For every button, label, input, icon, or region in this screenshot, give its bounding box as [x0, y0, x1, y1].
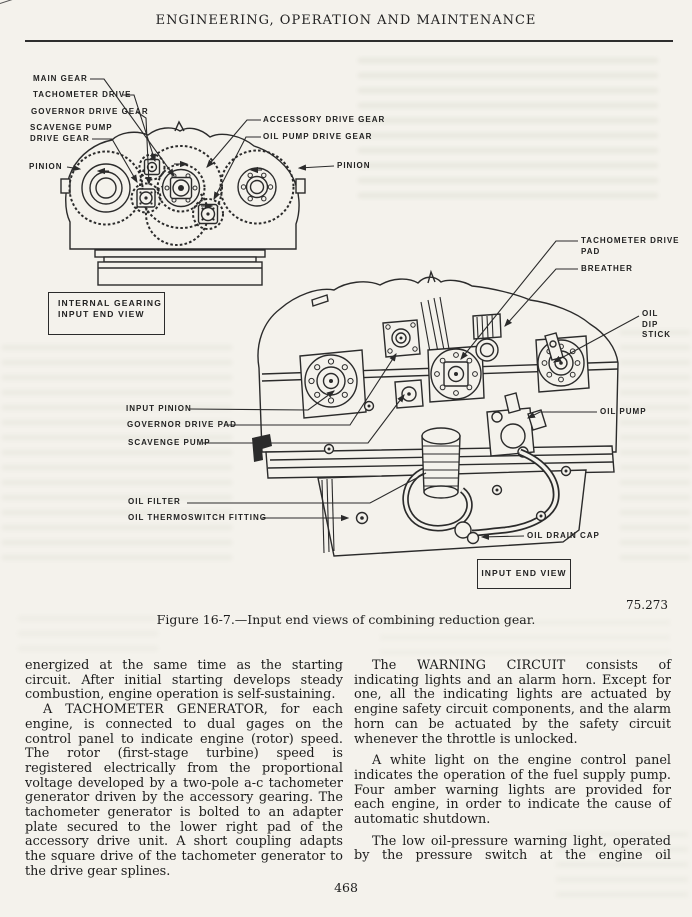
gear-pedestal [97, 261, 263, 286]
paragraph: energized at the same time as the starti… [25, 658, 343, 703]
callout-oil-pump: OIL PUMP [600, 407, 647, 416]
bleedthrough-text [556, 832, 688, 902]
pinion-left-gear [68, 150, 144, 226]
bleedthrough-text [620, 330, 690, 560]
callout-oil-drain-cap: OIL DRAIN CAP [527, 531, 600, 540]
oil-sump [317, 469, 587, 557]
bleedthrough-text [380, 620, 670, 660]
page-header-title: ENGINEERING, OPERATION AND MAINTENANCE [155, 13, 537, 28]
callout-oil-filter: OIL FILTER [128, 497, 181, 506]
main-gear [139, 145, 223, 229]
paragraph: A white light on the engine control pane… [354, 753, 671, 828]
callout-oil-pump-drive-gear: OIL PUMP DRIVE GEAR [263, 132, 373, 141]
input-end-view-diagram [187, 240, 640, 557]
internal-gearing-view-label: INTERNAL GEARING INPUT END VIEW [48, 292, 165, 335]
bolt-fittings [323, 400, 572, 522]
callout-tachometer-drive: TACHOMETER DRIVE [33, 90, 132, 99]
callout-oil-thermoswitch-fitting: OIL THERMOSWITCH FITTING [128, 513, 267, 522]
accessory-drive-gear [156, 163, 206, 213]
callout-pinion-right: PINION [337, 161, 371, 170]
callout-breather: BREATHER [581, 264, 633, 273]
pinion-right-gear [219, 149, 295, 225]
body-right-column: The WARNING CIRCUIT consists of indicati… [354, 658, 671, 864]
housing-ear-right [295, 178, 306, 194]
bleedthrough-text [18, 616, 158, 660]
photo-number: 75.273 [626, 598, 668, 612]
paragraph: A TACHOMETER GENERATOR, for each engine,… [25, 702, 343, 879]
callout-governor-drive-gear: GOVERNOR DRIVE GEAR [31, 107, 149, 116]
callout-accessory-drive-gear: ACCESSORY DRIVE GEAR [263, 115, 386, 124]
callout-scavenge-pump: SCAVENGE PUMP [128, 438, 211, 447]
page-number: 468 [334, 880, 358, 895]
callout-input-pinion: INPUT PINION [126, 404, 192, 413]
figure-caption: Figure 16-7.—Input end views of combinin… [156, 612, 536, 627]
bleedthrough-text [358, 58, 658, 208]
callout-governor-drive-pad: GOVERNOR DRIVE PAD [127, 420, 237, 429]
paragraph: The low oil-pressure warning light, oper… [354, 833, 671, 864]
input-end-view-label: INPUT END VIEW [477, 559, 571, 589]
oil-pump-drive-gear [192, 198, 224, 230]
internal-gearing-diagram [60, 78, 335, 286]
bleedthrough-text [2, 345, 232, 560]
body-left-column: energized at the same time as the starti… [25, 658, 343, 880]
paragraph: The WARNING CIRCUIT consists of indicati… [354, 658, 671, 747]
callout-main-gear: MAIN GEAR [33, 74, 88, 83]
header-rule [25, 40, 673, 42]
oil-drain-cap [454, 521, 472, 539]
callout-pinion-left: PINION [29, 162, 63, 171]
gear-base-strip [94, 249, 266, 258]
